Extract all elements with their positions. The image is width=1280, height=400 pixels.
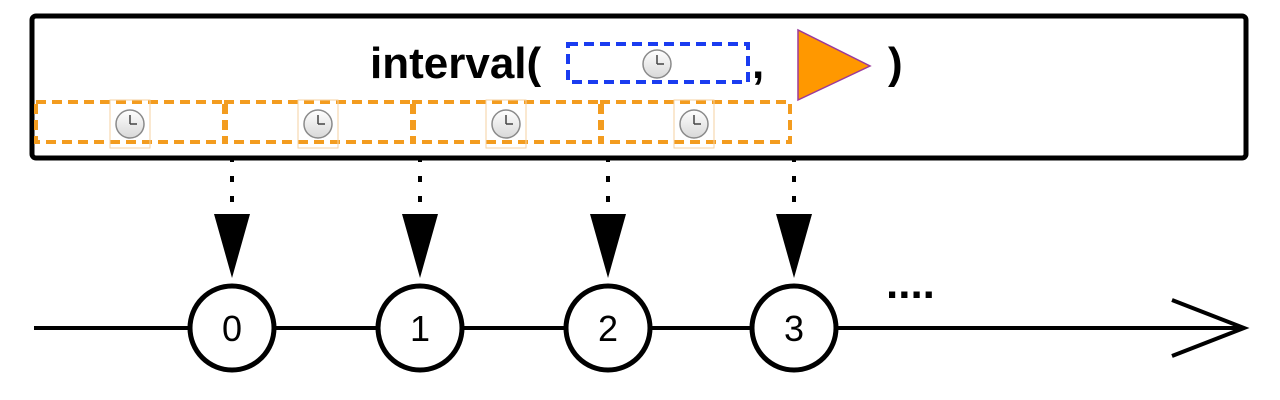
clock-icon <box>642 49 672 79</box>
marble-label: 1 <box>410 308 430 349</box>
marble: 3 <box>749 283 839 373</box>
play-triangle-icon <box>797 28 872 102</box>
operator-box <box>29 13 1249 161</box>
marble-label: 0 <box>222 308 242 349</box>
clock-icon <box>109 99 151 149</box>
period-box <box>566 42 750 84</box>
emission-arrows <box>214 156 812 278</box>
operator-close: ) <box>888 39 903 88</box>
operator-title: interval( , ) <box>0 36 1280 92</box>
emission-arrow <box>214 156 250 278</box>
marble: 0 <box>187 283 277 373</box>
clock-icon <box>485 99 527 149</box>
clock-icon <box>673 99 715 149</box>
timeline-arrowhead <box>1171 298 1250 358</box>
clock-icon <box>297 99 339 149</box>
marble: 2 <box>563 283 653 373</box>
interval-box <box>598 100 792 144</box>
operator-separator: , <box>752 39 765 88</box>
operator-name: interval( <box>370 39 542 88</box>
emission-arrow <box>590 156 626 278</box>
marble-label: 3 <box>784 308 804 349</box>
interval-boxes <box>34 99 792 149</box>
marbles: 0 1 2 3 <box>187 283 839 373</box>
continuation-ellipsis: .... <box>886 259 935 308</box>
marble: 1 <box>375 283 465 373</box>
marble-label: 2 <box>598 308 618 349</box>
emission-arrow <box>402 156 438 278</box>
emission-arrow <box>776 156 812 278</box>
